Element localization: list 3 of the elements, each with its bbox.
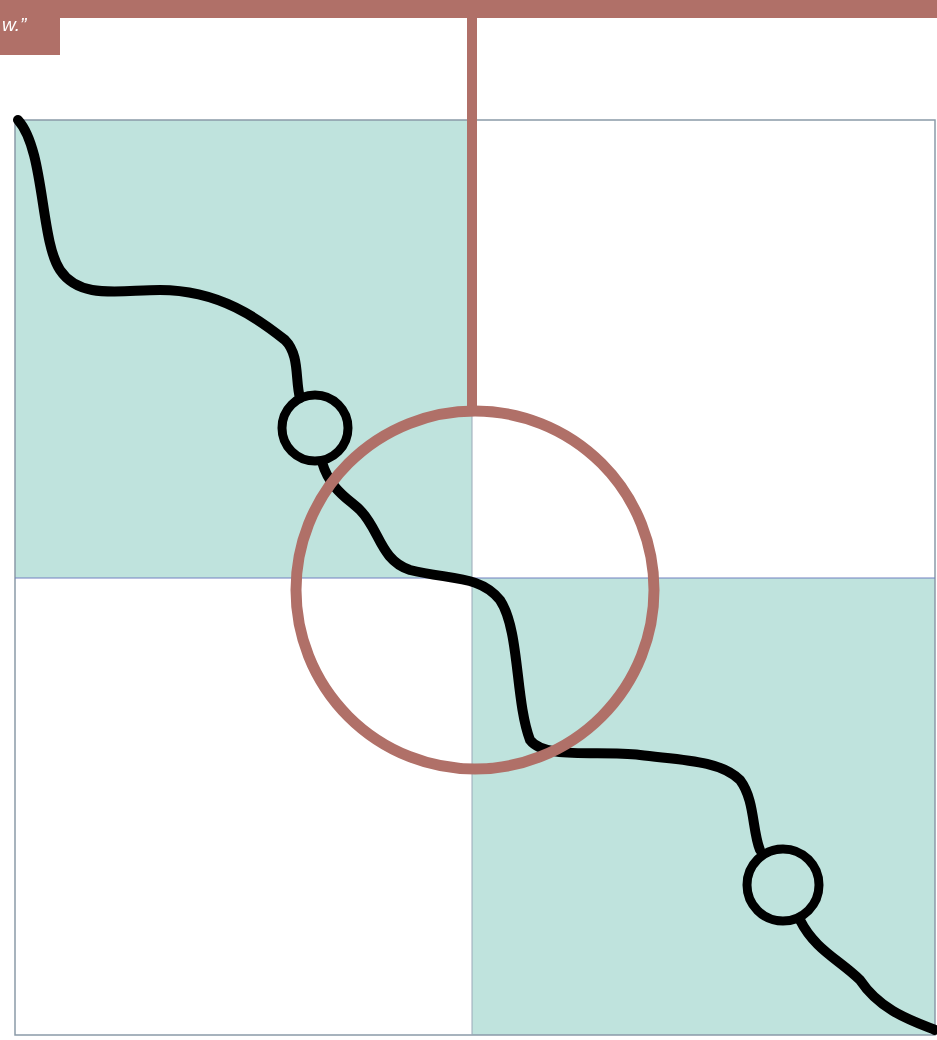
highlight-circle bbox=[290, 405, 660, 775]
callout-text: w.” bbox=[2, 14, 27, 36]
callout-box bbox=[0, 0, 937, 57]
